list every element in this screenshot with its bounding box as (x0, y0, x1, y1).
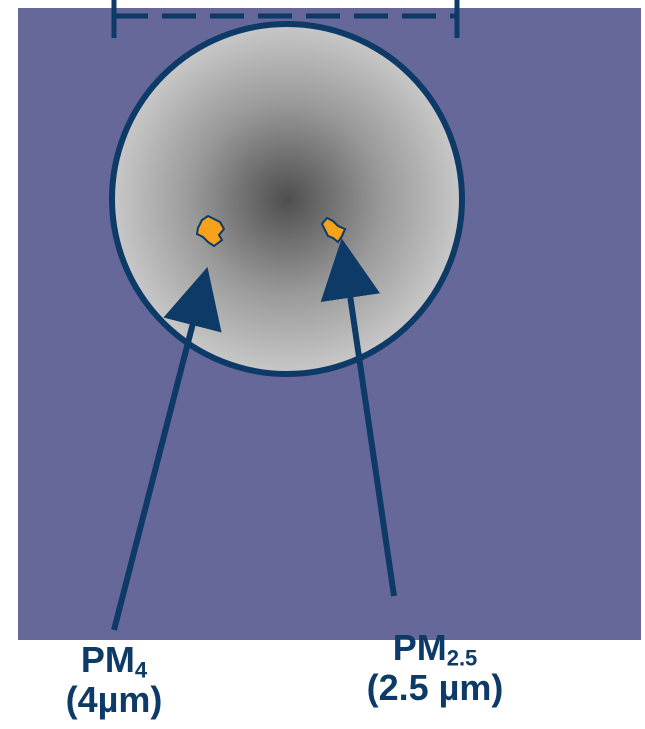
pm25-size: (2.5 µm) (340, 670, 530, 706)
pm4-name-base: PM (81, 639, 135, 680)
pm4-name: PM4 (34, 642, 194, 678)
pm25-name: PM2.5 (340, 630, 530, 666)
pm25-label: PM2.5 (2.5 µm) (340, 630, 530, 706)
pm4-size: (4µm) (34, 682, 194, 718)
pm4-label: PM4 (4µm) (34, 642, 194, 718)
sphere (112, 24, 462, 374)
pm25-name-base: PM (393, 627, 447, 668)
